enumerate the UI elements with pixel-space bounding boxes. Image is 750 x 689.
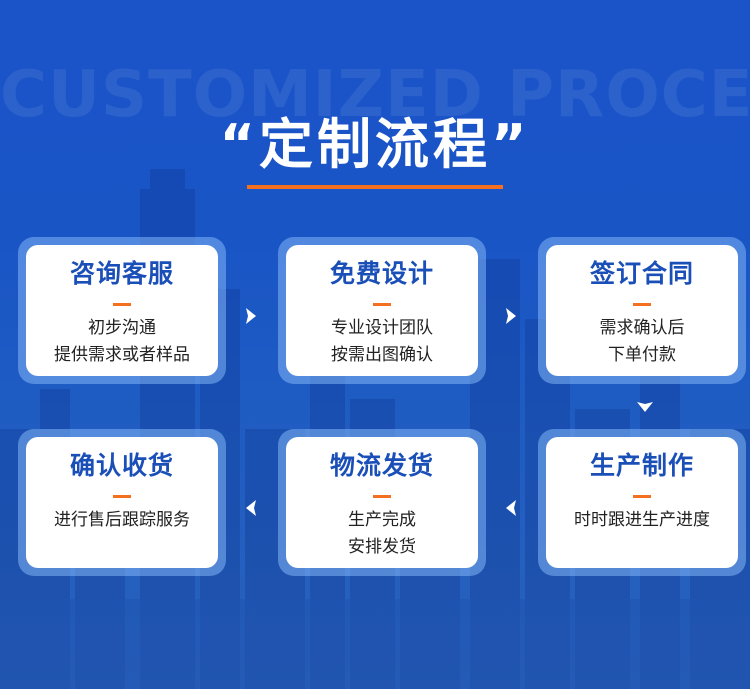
step-divider: [113, 303, 131, 306]
step-divider: [373, 495, 391, 498]
step-divider: [633, 303, 651, 306]
step-description: 下单付款: [608, 345, 676, 365]
step-description: 需求确认后: [599, 318, 685, 338]
step-title: 签订合同: [589, 259, 694, 288]
step-description: 时时跟进生产进度: [574, 510, 710, 530]
watermark-text: CUSTOMIZED PROCESS: [0, 58, 750, 132]
step-description: 提供需求或者样品: [54, 345, 190, 365]
step-card-production: 生产制作 时时跟进生产进度: [538, 429, 746, 576]
chevron-right-icon: [500, 305, 522, 327]
page-title: “定制流程”: [219, 113, 531, 176]
step-card-shipping: 物流发货 生产完成 安排发货: [278, 429, 486, 576]
title-underline: [247, 185, 503, 189]
step-title: 免费设计: [329, 259, 434, 288]
step-card-consult: 咨询客服 初步沟通 提供需求或者样品: [18, 237, 226, 384]
step-card-receive: 确认收货 进行售后跟踪服务: [18, 429, 226, 576]
step-title: 确认收货: [69, 451, 174, 480]
chevron-left-icon: [500, 497, 522, 519]
step-divider: [633, 495, 651, 498]
step-divider: [373, 303, 391, 306]
step-description: 生产完成: [348, 510, 416, 530]
step-card-design: 免费设计 专业设计团队 按需出图确认: [278, 237, 486, 384]
step-card-contract: 签订合同 需求确认后 下单付款: [538, 237, 746, 384]
step-title: 物流发货: [329, 451, 434, 480]
chevron-down-icon: [634, 396, 656, 418]
chevron-right-icon: [240, 305, 262, 327]
step-title: 生产制作: [589, 451, 694, 480]
step-description: 专业设计团队: [331, 318, 433, 338]
step-description: 进行售后跟踪服务: [54, 510, 190, 530]
step-description: 初步沟通: [88, 318, 156, 338]
step-divider: [113, 495, 131, 498]
step-title: 咨询客服: [69, 259, 174, 288]
step-description: 安排发货: [348, 537, 416, 557]
step-description: 按需出图确认: [331, 345, 433, 365]
chevron-left-icon: [240, 497, 262, 519]
